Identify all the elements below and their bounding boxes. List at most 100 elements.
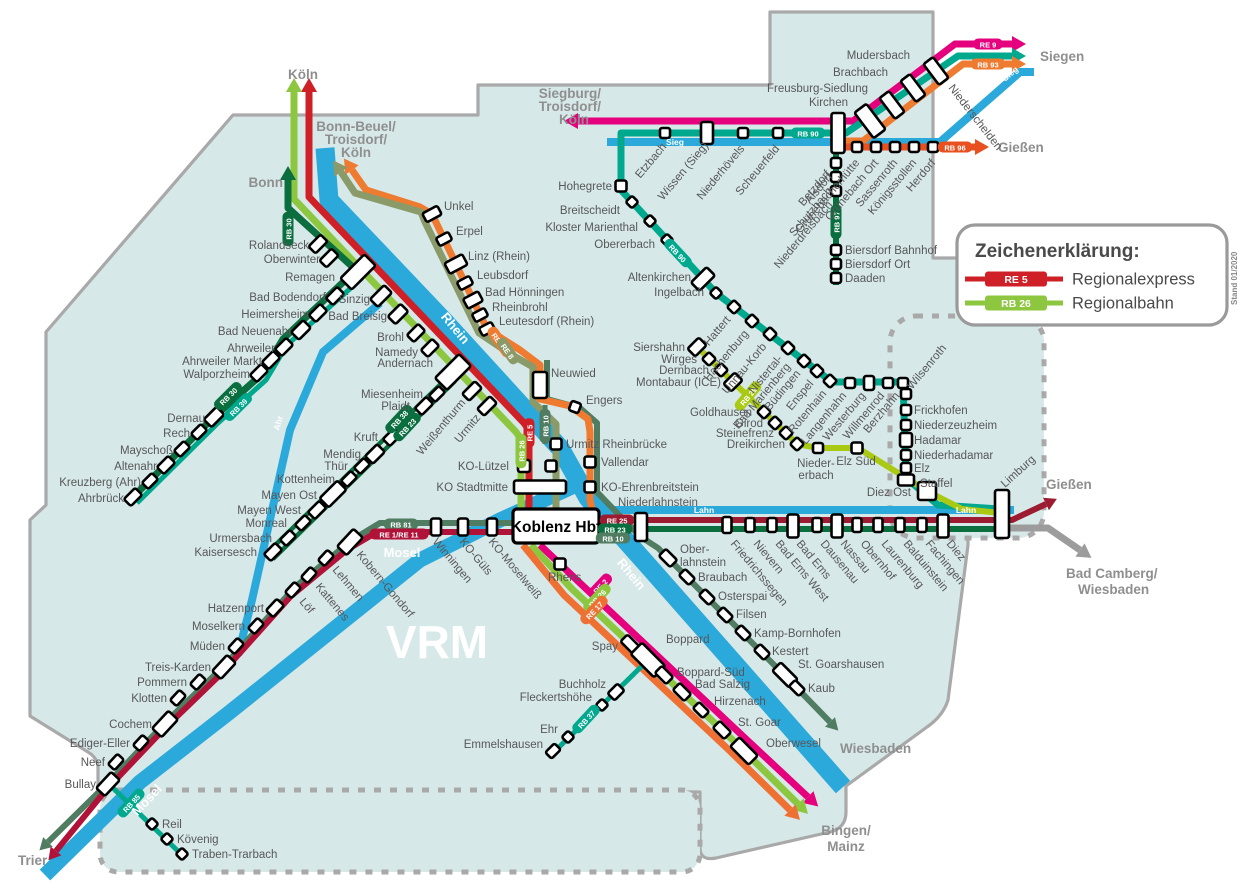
station-label: Elz [914, 463, 930, 475]
station-marker [922, 56, 950, 86]
station-marker [294, 514, 312, 532]
line-badge: RB 23 [597, 523, 633, 535]
arrowhead [285, 78, 303, 92]
station-marker [461, 380, 483, 402]
arrowhead [343, 158, 359, 175]
region-vrm-area [28, 10, 970, 861]
line-RE 17 [520, 542, 793, 813]
line-badge: RE 9 [973, 38, 1003, 50]
station-label: Rolandseck [249, 240, 309, 252]
station-label: Ingelbach [654, 287, 704, 299]
station-label: Mayen West [237, 505, 302, 517]
station-label: Brachbach [833, 67, 888, 79]
station-label: Bad Salzig [695, 679, 750, 691]
station-label: Wirges [661, 354, 697, 366]
station-label: Bad Hönningen [485, 287, 564, 299]
station-label: Linz (Rhein) [468, 251, 530, 263]
destination-label: Wiesbaden [840, 741, 911, 756]
station-label: Montabaur (ICE) [636, 377, 721, 389]
station-marker [692, 701, 710, 719]
station-marker [203, 406, 225, 428]
station-label: Treis-Karden [145, 662, 211, 674]
station-marker [531, 370, 549, 400]
station-marker [633, 511, 649, 543]
station-marker [428, 385, 446, 403]
station-label: Elz Süd [836, 456, 876, 468]
svg-text:RE 1/RE 11: RE 1/RE 11 [379, 530, 418, 539]
station-label: Monreal [245, 518, 287, 530]
station-marker [850, 140, 864, 154]
arrowhead [300, 78, 318, 92]
station-marker [899, 461, 913, 475]
station-marker [325, 286, 345, 306]
line-RB 90 Sieg [617, 52, 1012, 192]
station-marker [583, 480, 597, 494]
station-marker [916, 516, 928, 534]
station-marker [169, 689, 187, 707]
station-label: Thür [324, 461, 348, 473]
station-marker [788, 679, 806, 697]
station-marker [830, 111, 846, 155]
station-marker [456, 275, 474, 291]
line-badge: RB 90 [790, 127, 826, 139]
legend-title: Zeichenerklärung: [975, 241, 1140, 262]
station-label: St. Goar [738, 717, 781, 729]
arrowhead [975, 138, 989, 156]
station-marker [107, 753, 125, 771]
station-label: Niederlahnstein [618, 497, 698, 509]
station-marker [476, 395, 498, 417]
station-label: Reil [162, 819, 182, 831]
station-label: Fleckertshöhe [520, 692, 592, 704]
station-label: Mendig [323, 449, 361, 461]
station-label: Kirchen [809, 97, 848, 109]
svg-text:RB 81: RB 81 [390, 520, 411, 529]
station-label: Miesenheim [361, 389, 423, 401]
region-traben-trarbach-area [97, 787, 703, 875]
station-marker [744, 516, 756, 534]
station-marker [789, 436, 805, 452]
station-marker [888, 140, 902, 154]
station-marker [829, 257, 843, 271]
station-marker [279, 529, 297, 547]
station-label: Unkel [444, 201, 473, 213]
station-label: KO Stadtmitte [436, 482, 508, 494]
station-label: Altenahr [114, 461, 157, 473]
station-marker [712, 720, 732, 740]
station-label: Girod [735, 418, 763, 430]
station-marker [993, 488, 1011, 540]
svg-text:RB 96: RB 96 [944, 143, 965, 152]
station-label: Hadamar [914, 435, 961, 447]
station-marker [151, 710, 179, 738]
station-label: Pommern [137, 677, 187, 689]
destination-label: Bonn-Beuel/ [316, 119, 396, 134]
destination-label: Bonn [249, 175, 284, 190]
station-marker [809, 363, 825, 379]
station-label: Mayen Ost [261, 490, 317, 502]
station-marker [756, 404, 772, 420]
station-marker [678, 568, 696, 586]
river-label: Ahr [271, 414, 285, 432]
station-marker [744, 313, 760, 329]
station-label: Dreikirchen [727, 439, 785, 451]
station-marker [881, 376, 895, 390]
station-label: KO-Lützel [458, 461, 509, 473]
station-label: Spay [592, 641, 618, 653]
station-label: Neuwied [551, 368, 596, 380]
arrowhead [1043, 497, 1057, 511]
station-marker [160, 832, 174, 846]
station-marker [123, 487, 143, 507]
station-marker [811, 516, 823, 534]
station-label: Erpel [456, 226, 483, 238]
station-marker [862, 374, 876, 392]
station-label: Rhens [548, 572, 581, 584]
station-label: Heimersheim [241, 309, 309, 321]
arrowhead [784, 804, 800, 820]
station-marker [898, 431, 914, 449]
station-marker [319, 480, 347, 508]
line-badge: RB 10 [539, 408, 551, 444]
station-marker [319, 248, 339, 268]
station-marker [353, 457, 371, 475]
station-label: Kaub [808, 683, 835, 695]
station-marker [726, 299, 742, 315]
